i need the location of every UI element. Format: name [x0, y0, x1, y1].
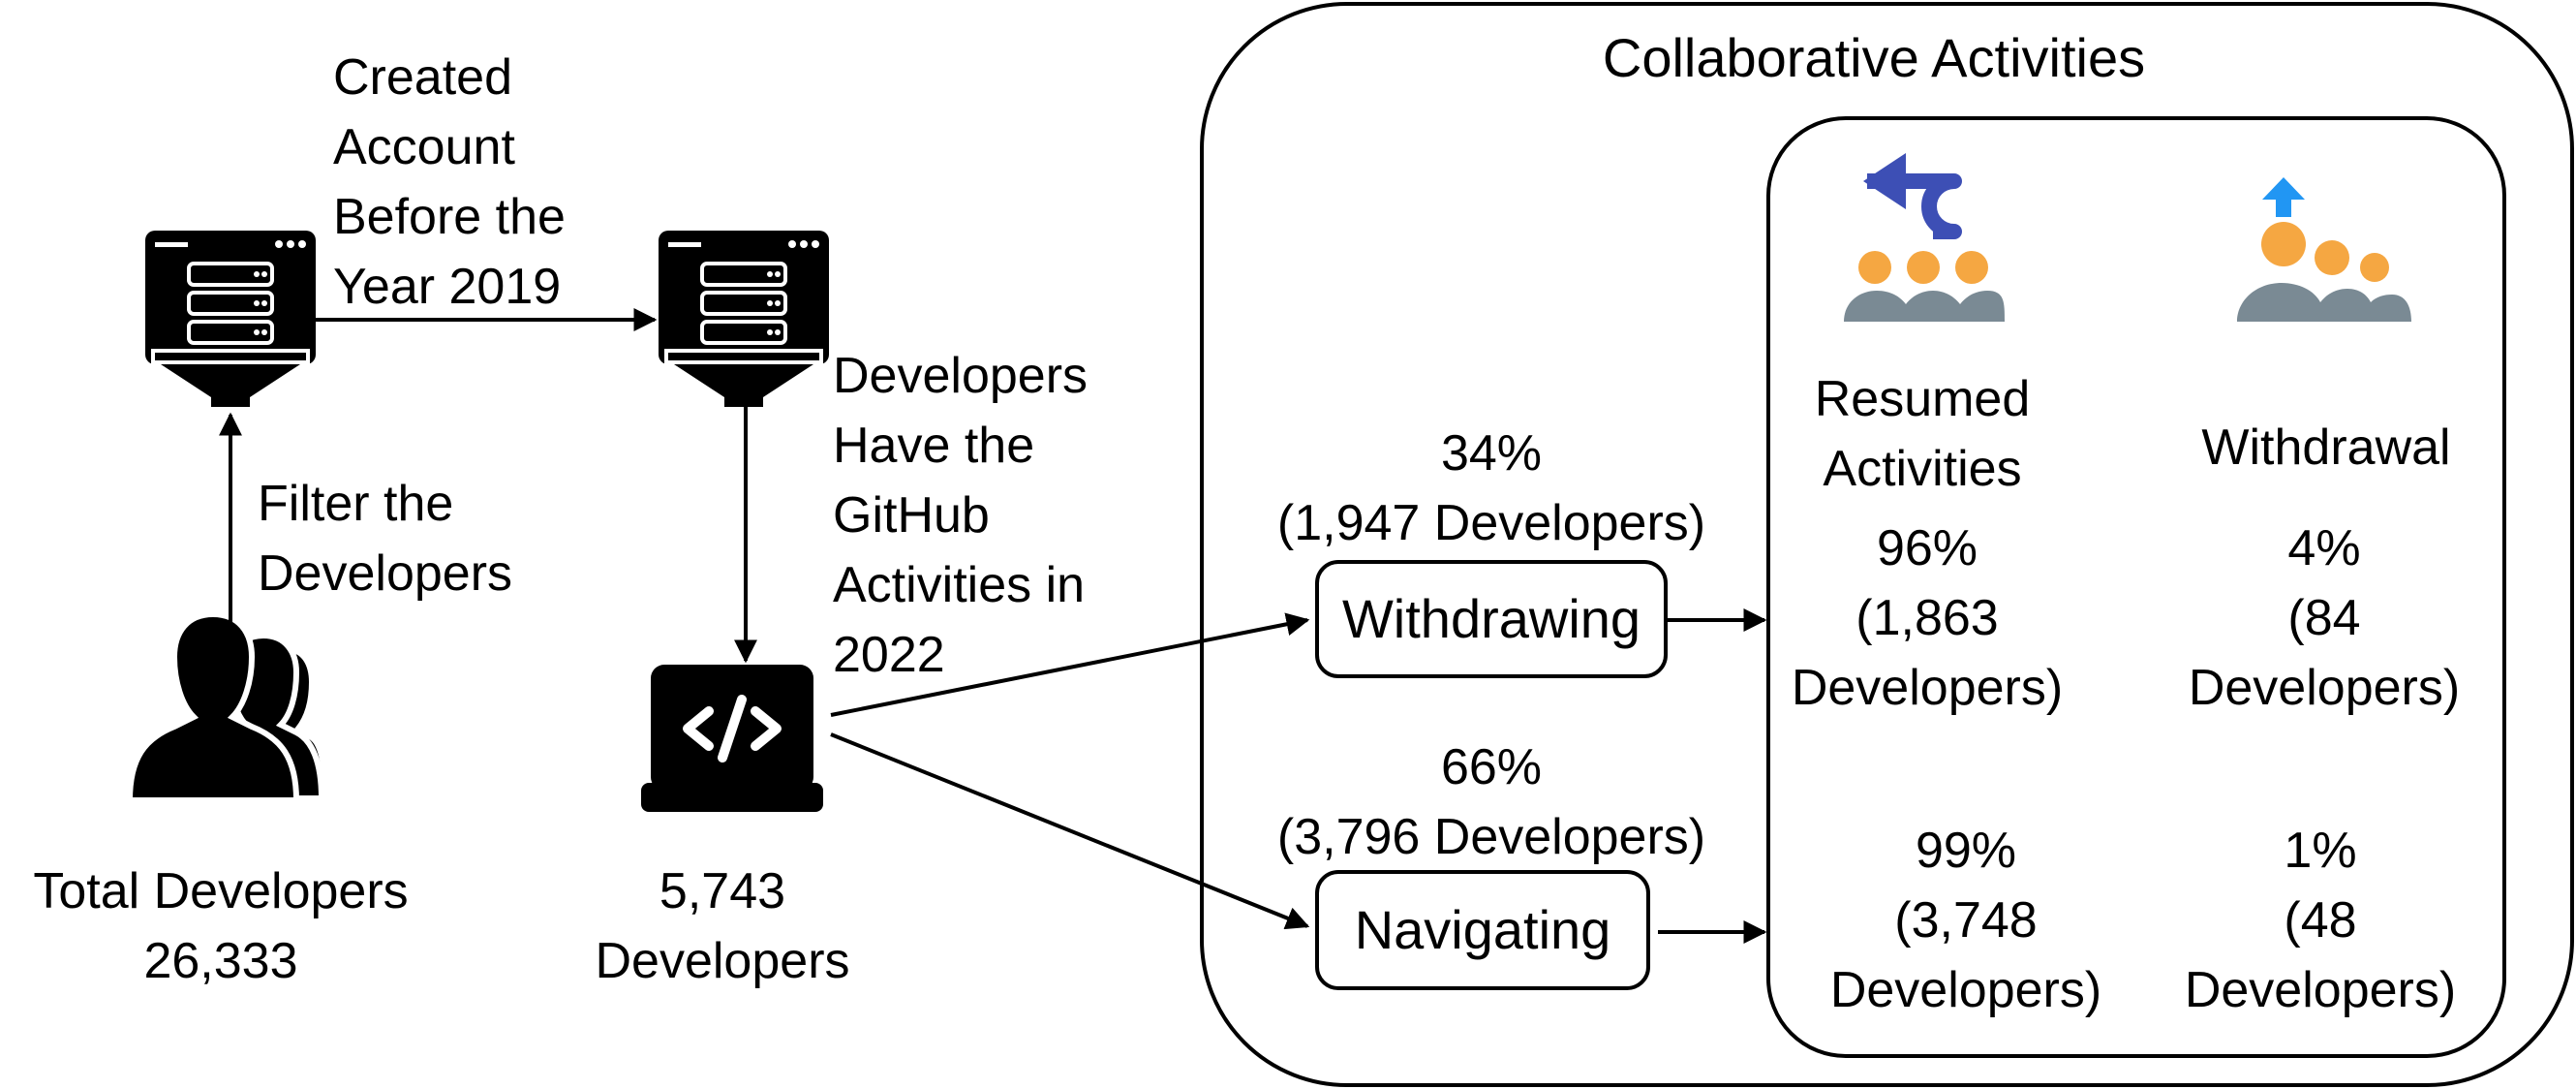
arrow-to-withdrawing — [830, 612, 1310, 717]
collaborative-activities-title: Collaborative Activities — [1602, 27, 2146, 88]
laptop-code-icon — [641, 665, 823, 812]
withdrawing-resumed-value: 96% (1,863 Developers) — [1791, 520, 2064, 716]
filter-criteria-account-age: Created Account Before the Year 2019 — [333, 49, 566, 315]
withdrawal-icon — [2237, 177, 2411, 322]
navigating-withdrawal-value: 1% (48 Developers) — [2184, 823, 2457, 1018]
withdrawing-node: Withdrawing — [1315, 560, 1668, 678]
outcomes-container — [1766, 116, 2506, 1058]
resumed-activities-icon — [1844, 153, 2005, 322]
filtered-developers-count: 5,743 Developers — [595, 863, 850, 989]
withdrawal-heading: Withdrawal — [2201, 420, 2451, 476]
filter-developers-label: Filter the Developers — [258, 476, 513, 602]
users-group-icon — [126, 610, 329, 803]
resumed-activities-heading: Resumed Activities — [1814, 371, 2031, 497]
navigating-share: 66% (3,796 Developers) — [1276, 739, 1706, 865]
navigating-node: Navigating — [1315, 870, 1650, 990]
filter-funnel-icon — [145, 231, 316, 407]
total-developers-count: Total Developers 26,333 — [33, 863, 409, 989]
withdrawing-share: 34% (1,947 Developers) — [1276, 425, 1706, 551]
arrow-to-navigating — [830, 732, 1310, 930]
collaborative-activities-container — [1200, 2, 2574, 1087]
filter-funnel-icon — [659, 231, 829, 407]
navigating-resumed-value: 99% (3,748 Developers) — [1829, 823, 2102, 1018]
withdrawing-withdrawal-value: 4% (84 Developers) — [2188, 520, 2461, 716]
filter-criteria-github-activity: Developers Have the GitHub Activities in… — [833, 348, 1089, 683]
